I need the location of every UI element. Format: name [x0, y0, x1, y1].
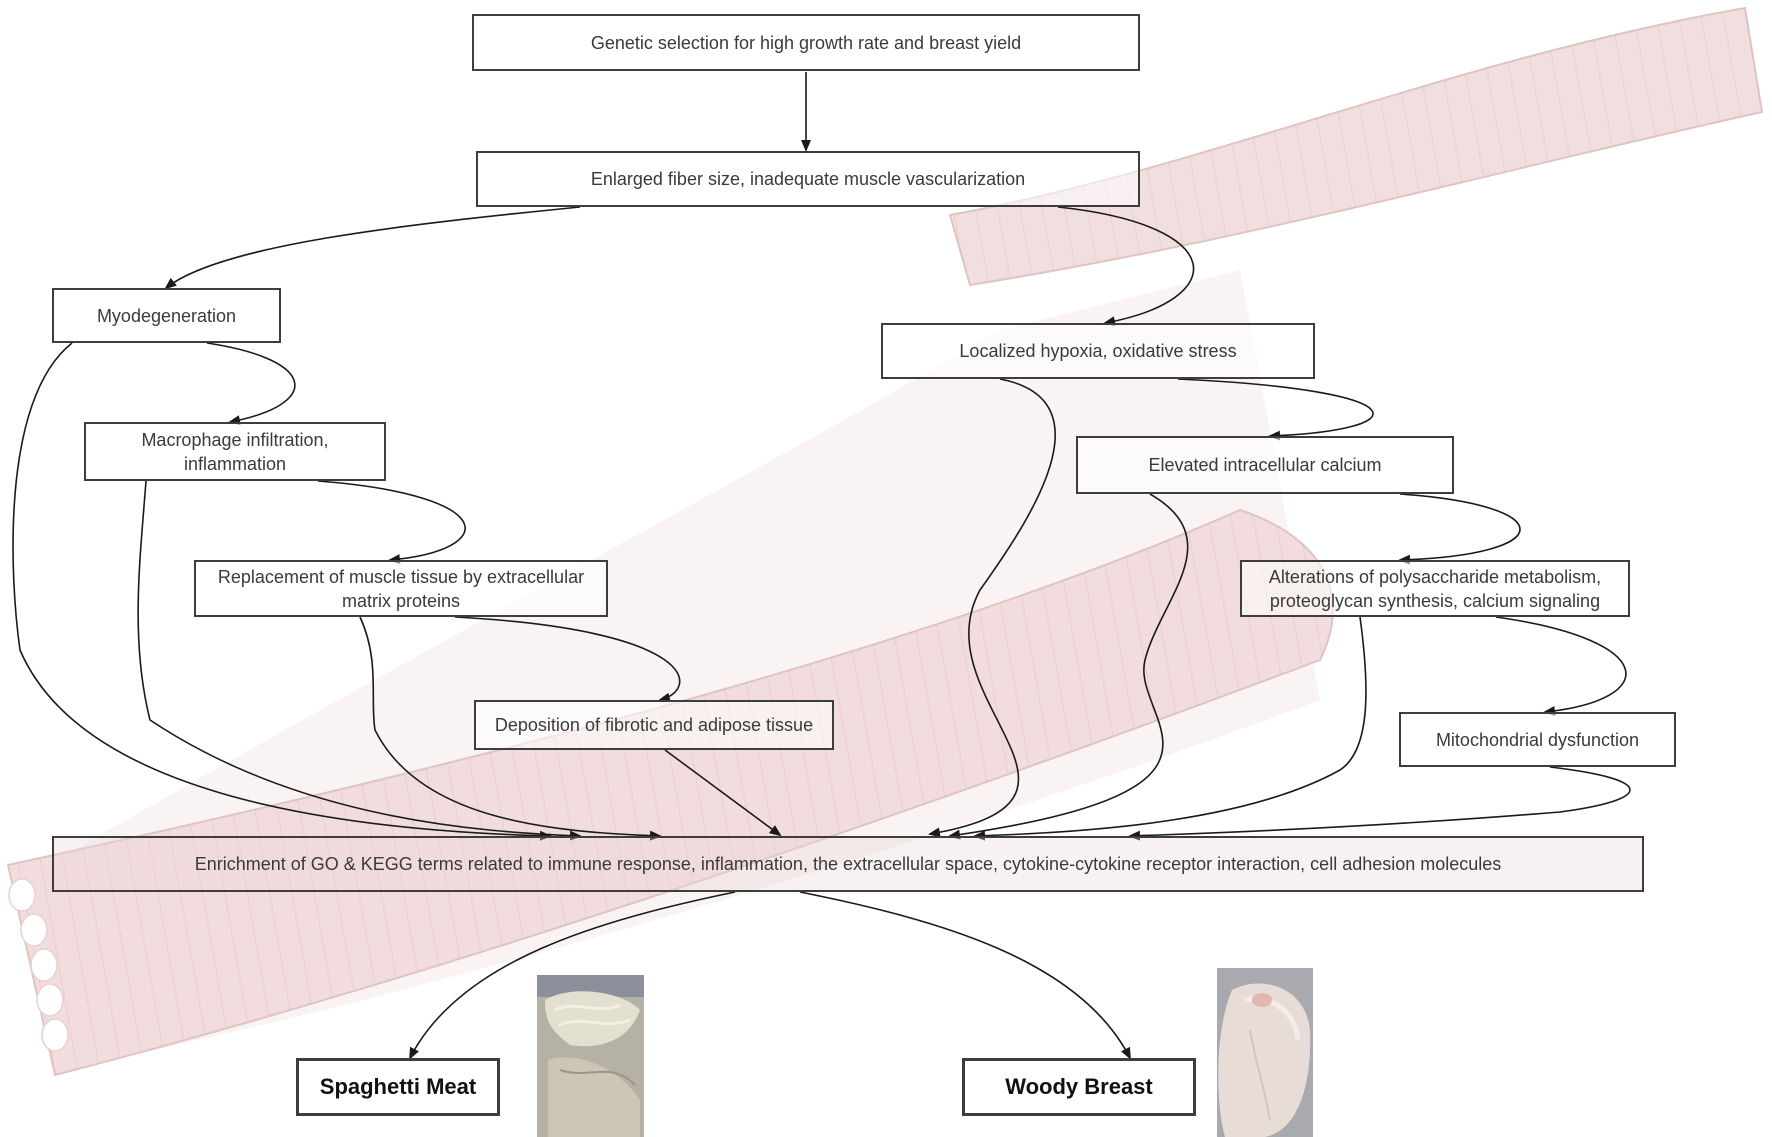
- woody-breast-label: Woody Breast: [1005, 1074, 1153, 1099]
- arrow-replacement-to-deposition: [454, 616, 681, 703]
- arrow-calcium-to-polysaccharide: [1398, 493, 1521, 565]
- mitochondrial-box: Mitochondrial dysfunction: [1399, 712, 1676, 767]
- arrow-macrophage-to-enrichment: [137, 480, 582, 841]
- muscle-fiber-upper-stripes: [950, 8, 1762, 285]
- hypoxia-label: Localized hypoxia, oxidative stress: [959, 341, 1237, 361]
- hypoxia-box: Localized hypoxia, oxidative stress: [881, 323, 1315, 379]
- macrophage-label: Macrophage infiltration, inflammation: [141, 429, 329, 474]
- deposition-label: Deposition of fibrotic and adipose tissu…: [494, 715, 814, 735]
- arrow-mitochondrial-to-enrichment: [1128, 766, 1631, 841]
- arrow-enrichment-to-spaghetti: [409, 891, 736, 1060]
- muscle-fiber-illustration: [6, 6, 1764, 1077]
- enrichment-label: Enrichment of GO & KEGG terms related to…: [194, 854, 1502, 874]
- woody-breast-photo: [1217, 968, 1313, 1137]
- myodegeneration-label: Myodegeneration: [96, 305, 237, 326]
- replacement-box: Replacement of muscle tissue by extracel…: [194, 560, 608, 617]
- calcium-box: Elevated intracellular calcium: [1076, 436, 1454, 494]
- arrow-polysaccharide-to-enrichment: [973, 616, 1367, 841]
- arrow-myodegeneration-to-enrichment: [12, 342, 552, 841]
- genetic-selection-box: Genetic selection for high growth rate a…: [472, 14, 1140, 71]
- macrophage-box: Macrophage infiltration, inflammation: [84, 422, 386, 481]
- arrow-hypoxia-to-calcium: [1177, 378, 1374, 441]
- enlarged-fiber-box: Enlarged fiber size, inadequate muscle v…: [476, 151, 1140, 207]
- spaghetti-meat-box: Spaghetti Meat: [296, 1058, 500, 1116]
- enlarged-fiber-label: Enlarged fiber size, inadequate muscle v…: [590, 169, 1026, 189]
- deposition-box: Deposition of fibrotic and adipose tissu…: [474, 700, 834, 750]
- arrow-calcium-to-enrichment: [948, 493, 1189, 840]
- polysaccharide-label: Alterations of polysaccharide metabolism…: [1268, 566, 1602, 611]
- arrow-deposition-to-enrichment: [664, 749, 782, 837]
- arrow-hypoxia-to-enrichment: [928, 378, 1057, 838]
- enrichment-box: Enrichment of GO & KEGG terms related to…: [52, 836, 1644, 892]
- muscle-fiber-lower-stripes: [8, 510, 1334, 1075]
- arrow-fiber-to-hypoxia: [1057, 206, 1195, 327]
- arrow-enrichment-to-woody: [799, 891, 1131, 1060]
- arrow-macrophage-to-replacement: [317, 480, 466, 565]
- arrow-polysaccharide-to-mitochondrial: [1495, 616, 1627, 716]
- mitochondrial-label: Mitochondrial dysfunction: [1435, 729, 1640, 750]
- myodegeneration-box: Myodegeneration: [52, 288, 281, 343]
- arrow-myodegeneration-to-macrophage: [206, 342, 296, 426]
- genetic-selection-label: Genetic selection for high growth rate a…: [590, 32, 1022, 53]
- spaghetti-meat-label: Spaghetti Meat: [319, 1074, 477, 1099]
- spaghetti-meat-photo: [537, 975, 644, 1137]
- woody-breast-box: Woody Breast: [962, 1058, 1196, 1116]
- replacement-label: Replacement of muscle tissue by extracel…: [217, 566, 585, 611]
- calcium-label: Elevated intracellular calcium: [1148, 455, 1382, 475]
- arrow-fiber-to-myodegeneration: [164, 206, 581, 290]
- polysaccharide-box: Alterations of polysaccharide metabolism…: [1240, 560, 1630, 617]
- arrow-replacement-to-enrichment: [359, 616, 662, 841]
- fiber-end-circles: [8, 878, 69, 1052]
